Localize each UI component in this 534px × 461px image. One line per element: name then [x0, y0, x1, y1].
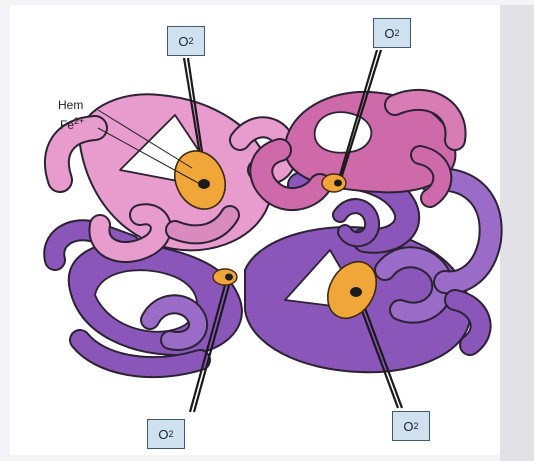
- iron-atom-icon: [225, 274, 233, 281]
- iron-label-symbol: Fe: [60, 118, 74, 132]
- oxygen-element: O: [403, 419, 413, 434]
- iron-atom-icon: [334, 180, 342, 187]
- iron-label-charge: 2+: [74, 116, 84, 126]
- oxygen-subscript: 2: [395, 28, 400, 38]
- iron-label: Fe2+: [60, 116, 84, 132]
- oxygen-subscript: 2: [414, 421, 419, 431]
- heme-group-bottom-left: [213, 269, 237, 285]
- oxygen-element: O: [384, 26, 394, 41]
- oxygen-subscript: 2: [189, 36, 194, 46]
- heme-label: Hem: [58, 98, 83, 112]
- oxygen-subscript: 2: [169, 429, 174, 439]
- oxygen-element: O: [158, 427, 168, 442]
- heme-group-top-right: [322, 174, 346, 192]
- iron-atom-icon: [350, 287, 362, 297]
- oxygen-element: O: [178, 34, 188, 49]
- right-margin-shadow: [500, 5, 534, 461]
